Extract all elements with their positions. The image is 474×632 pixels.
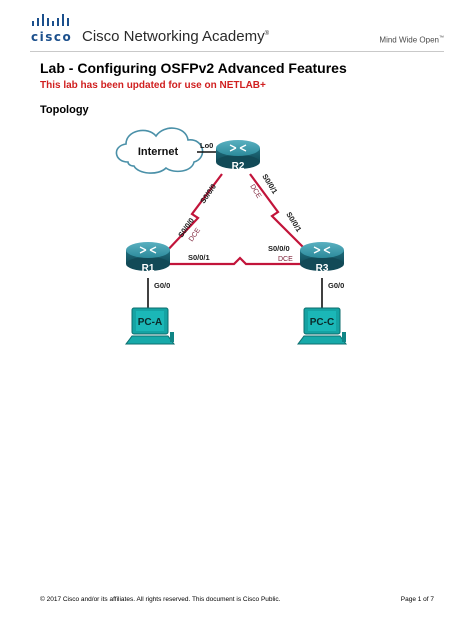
footer-copyright: © 2017 Cisco and/or its affiliates. All … bbox=[40, 596, 281, 603]
update-notice: This lab has been updated for use on NET… bbox=[40, 80, 266, 91]
router-r1-icon: R1 bbox=[126, 242, 170, 274]
router-label-r1: R1 bbox=[142, 263, 155, 274]
label-r2-dce: DCE bbox=[248, 183, 262, 200]
label-r3-s000: S0/0/0 bbox=[268, 244, 290, 253]
cloud-label: Internet bbox=[138, 146, 179, 158]
cisco-bars-icon bbox=[32, 14, 69, 26]
label-lo0: Lo0 bbox=[200, 141, 213, 150]
academy-name: Cisco Networking Academy® bbox=[82, 28, 269, 45]
cisco-logo: cisco bbox=[31, 30, 73, 44]
label-r3-g00: G0/0 bbox=[328, 281, 344, 290]
pc-c-icon: PC-C bbox=[297, 307, 347, 345]
router-label-r2: R2 bbox=[232, 161, 245, 172]
page-header: cisco Cisco Networking Academy® Mind Wid… bbox=[0, 0, 474, 52]
router-r2-icon: R2 bbox=[216, 140, 260, 172]
footer-page-number: Page 1 of 7 bbox=[400, 596, 434, 603]
section-heading-topology: Topology bbox=[40, 104, 89, 116]
internet-cloud-icon: Internet bbox=[115, 127, 204, 174]
serial-link-r1-r2 bbox=[163, 173, 223, 255]
pc-label-a: PC-A bbox=[138, 317, 162, 328]
label-r3-dce: DCE bbox=[278, 256, 293, 263]
pc-label-c: PC-C bbox=[310, 317, 334, 328]
router-r3-icon: R3 bbox=[300, 242, 344, 274]
label-r1-g00: G0/0 bbox=[154, 281, 170, 290]
pc-a-icon: PC-A bbox=[125, 307, 175, 345]
tagline: Mind Wide Open™ bbox=[379, 35, 444, 45]
topology-diagram: Internet Lo0 R2 R1 R3 S0/0/0 S0/0/1 DCE … bbox=[115, 127, 347, 345]
serial-link-r2-r3 bbox=[249, 173, 307, 251]
serial-link-r1-r3 bbox=[160, 256, 312, 266]
page-title: Lab - Configuring OSFPv2 Advanced Featur… bbox=[40, 60, 347, 76]
router-label-r3: R3 bbox=[316, 263, 329, 274]
header-divider bbox=[30, 51, 444, 52]
label-r1-s001: S0/0/1 bbox=[188, 253, 210, 262]
label-r2-s000: S0/0/0 bbox=[198, 182, 218, 205]
